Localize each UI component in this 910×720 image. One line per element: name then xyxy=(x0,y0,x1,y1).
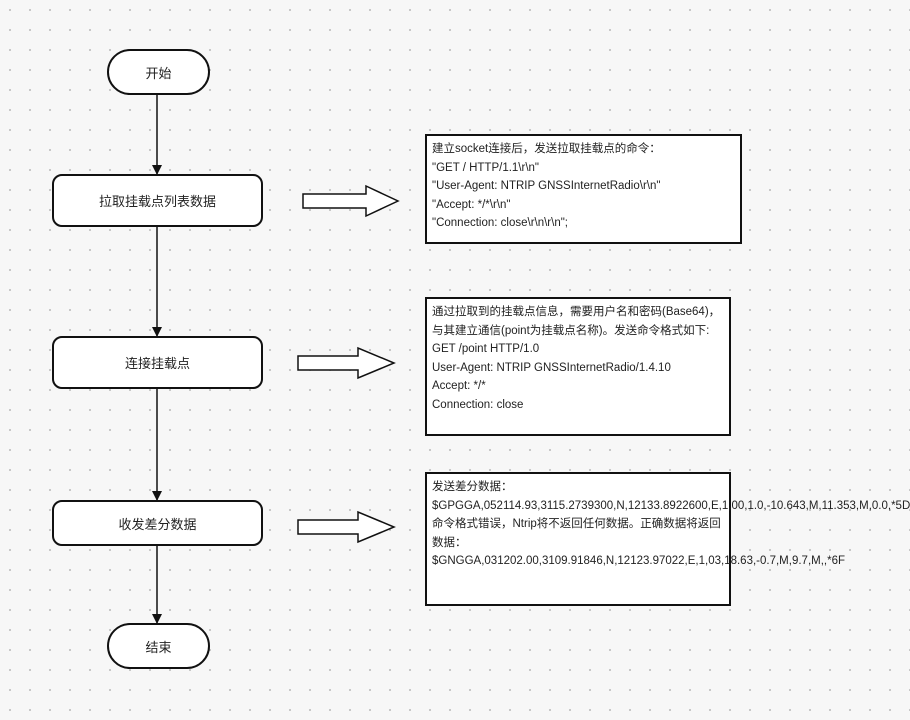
fetch-command-note: 建立socket连接后，发送拉取挂载点的命令： "GET / HTTP/1.1\… xyxy=(425,134,742,244)
block-arrow-fetch-note xyxy=(302,184,400,218)
block-arrow-connect-note xyxy=(297,346,396,380)
fetch-mount-points-node: 拉取挂载点列表数据 xyxy=(52,174,263,227)
connect-command-note: 通过拉取到的挂载点信息，需要用户名和密码(Base64)，与其建立通信(poin… xyxy=(425,297,731,436)
send-receive-diff-node: 收发差分数据 xyxy=(52,500,263,546)
block-arrow-receive-note xyxy=(297,510,396,544)
diff-data-note: 发送差分数据： $GPGGA,052114.93,3115.2739300,N,… xyxy=(425,472,910,606)
connect-mount-point-node: 连接挂载点 xyxy=(52,336,263,389)
start-node: 开始 xyxy=(107,49,210,95)
end-node: 结束 xyxy=(107,623,210,669)
